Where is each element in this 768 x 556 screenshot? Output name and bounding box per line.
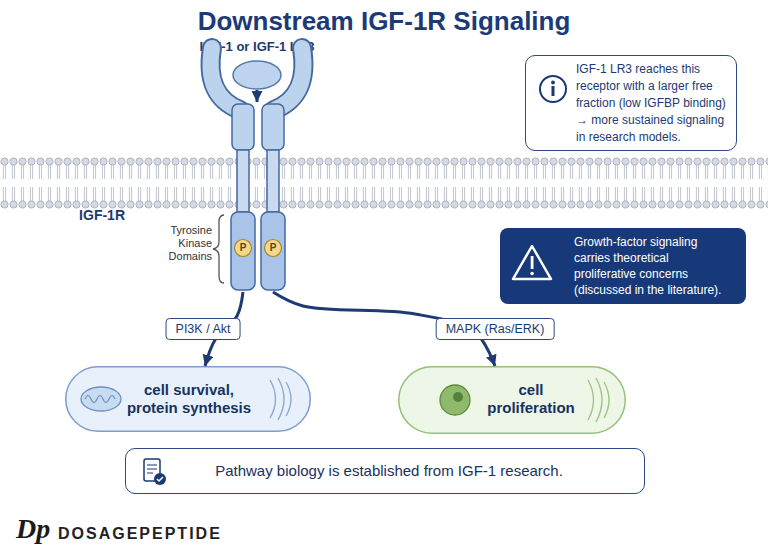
cell-membrane [0, 155, 768, 211]
ligand-ellipse-art [232, 60, 282, 90]
domain-bracket [213, 215, 224, 283]
cell-outcome: cell proliferation [398, 366, 626, 434]
warning-icon-dot [530, 272, 534, 276]
node-text: IGF-1 or IGF-1 LR3 [177, 39, 337, 55]
pathway-label: MAPK (Ras/ERK) [436, 318, 555, 340]
info-callout: IGF-1 LR3 reaches this receptor with a l… [525, 55, 737, 151]
er-membrane [278, 378, 284, 420]
info-icon-dot [551, 81, 555, 85]
ligand-shape [233, 61, 281, 89]
node-text: Pathway biology is established from IGF-… [164, 461, 614, 480]
kinase-domain [261, 212, 285, 290]
nucleus [440, 385, 470, 415]
brand-name: DOSAGEPEPTIDE [58, 524, 278, 544]
receptor-extracellular-segment [232, 104, 254, 150]
receptor-arm-outline [274, 48, 303, 110]
phosphate-shape [265, 240, 282, 257]
warning-icon [513, 246, 551, 279]
phosphate-circle: P [264, 239, 282, 257]
warning-icon-bar [531, 256, 534, 269]
warning-callout: Growth-factor signaling carries theoreti… [500, 228, 746, 304]
domain-note: Tyrosine Kinase Domains [150, 224, 212, 263]
node-text: IGF-1 LR3 reaches this receptor with a l… [576, 61, 736, 146]
check-badge [154, 473, 166, 485]
receptor-arm [274, 48, 303, 110]
document-lines [147, 465, 157, 473]
node-text: Growth-factor signaling carries theoreti… [574, 234, 732, 298]
er-membrane [604, 382, 609, 418]
diagram-title: Downstream IGF-1R Signaling [0, 5, 768, 37]
kinase-domain [231, 212, 255, 290]
receptor-arm-outline [211, 48, 240, 110]
receptor-art [200, 102, 310, 292]
receptor: IGF-1RPP [200, 102, 310, 292]
receptor-extracellular-segment [262, 104, 284, 150]
summary-box: Pathway biology is established from IGF-… [125, 448, 645, 494]
check-mark [157, 477, 163, 481]
ligand-ellipse: IGF-1 or IGF-1 LR3 [232, 60, 282, 90]
er-membrane [596, 378, 602, 422]
info-icon [540, 76, 566, 102]
nucleolus [453, 392, 463, 402]
er-membrane [588, 380, 594, 420]
node-text: IGF-1R [65, 206, 125, 224]
node-text: cell proliferation [478, 381, 584, 417]
cell-outcome: cell survival, protein synthesis [65, 366, 311, 432]
node-text: P [234, 239, 252, 257]
signal-arrow [256, 90, 259, 102]
cell-outline [66, 367, 311, 432]
er-membrane [286, 382, 291, 416]
cell-outline [399, 367, 626, 434]
logo-mark: Dp [16, 512, 60, 546]
receptor-arm [211, 48, 240, 110]
pathway-label: PI3K / Akt [166, 318, 241, 340]
info-icon-bar [552, 86, 555, 96]
phosphate-circle: P [234, 239, 252, 257]
mitochondrion [81, 387, 121, 411]
phosphate-shape [235, 240, 252, 257]
receptor-transmembrane-segment [267, 150, 279, 212]
node-text: P [264, 239, 282, 257]
mitochondrion-cristae [85, 396, 115, 403]
receptor-transmembrane-segment [237, 150, 249, 212]
er-membrane [270, 380, 276, 418]
node-text: cell survival, protein synthesis [123, 381, 255, 417]
